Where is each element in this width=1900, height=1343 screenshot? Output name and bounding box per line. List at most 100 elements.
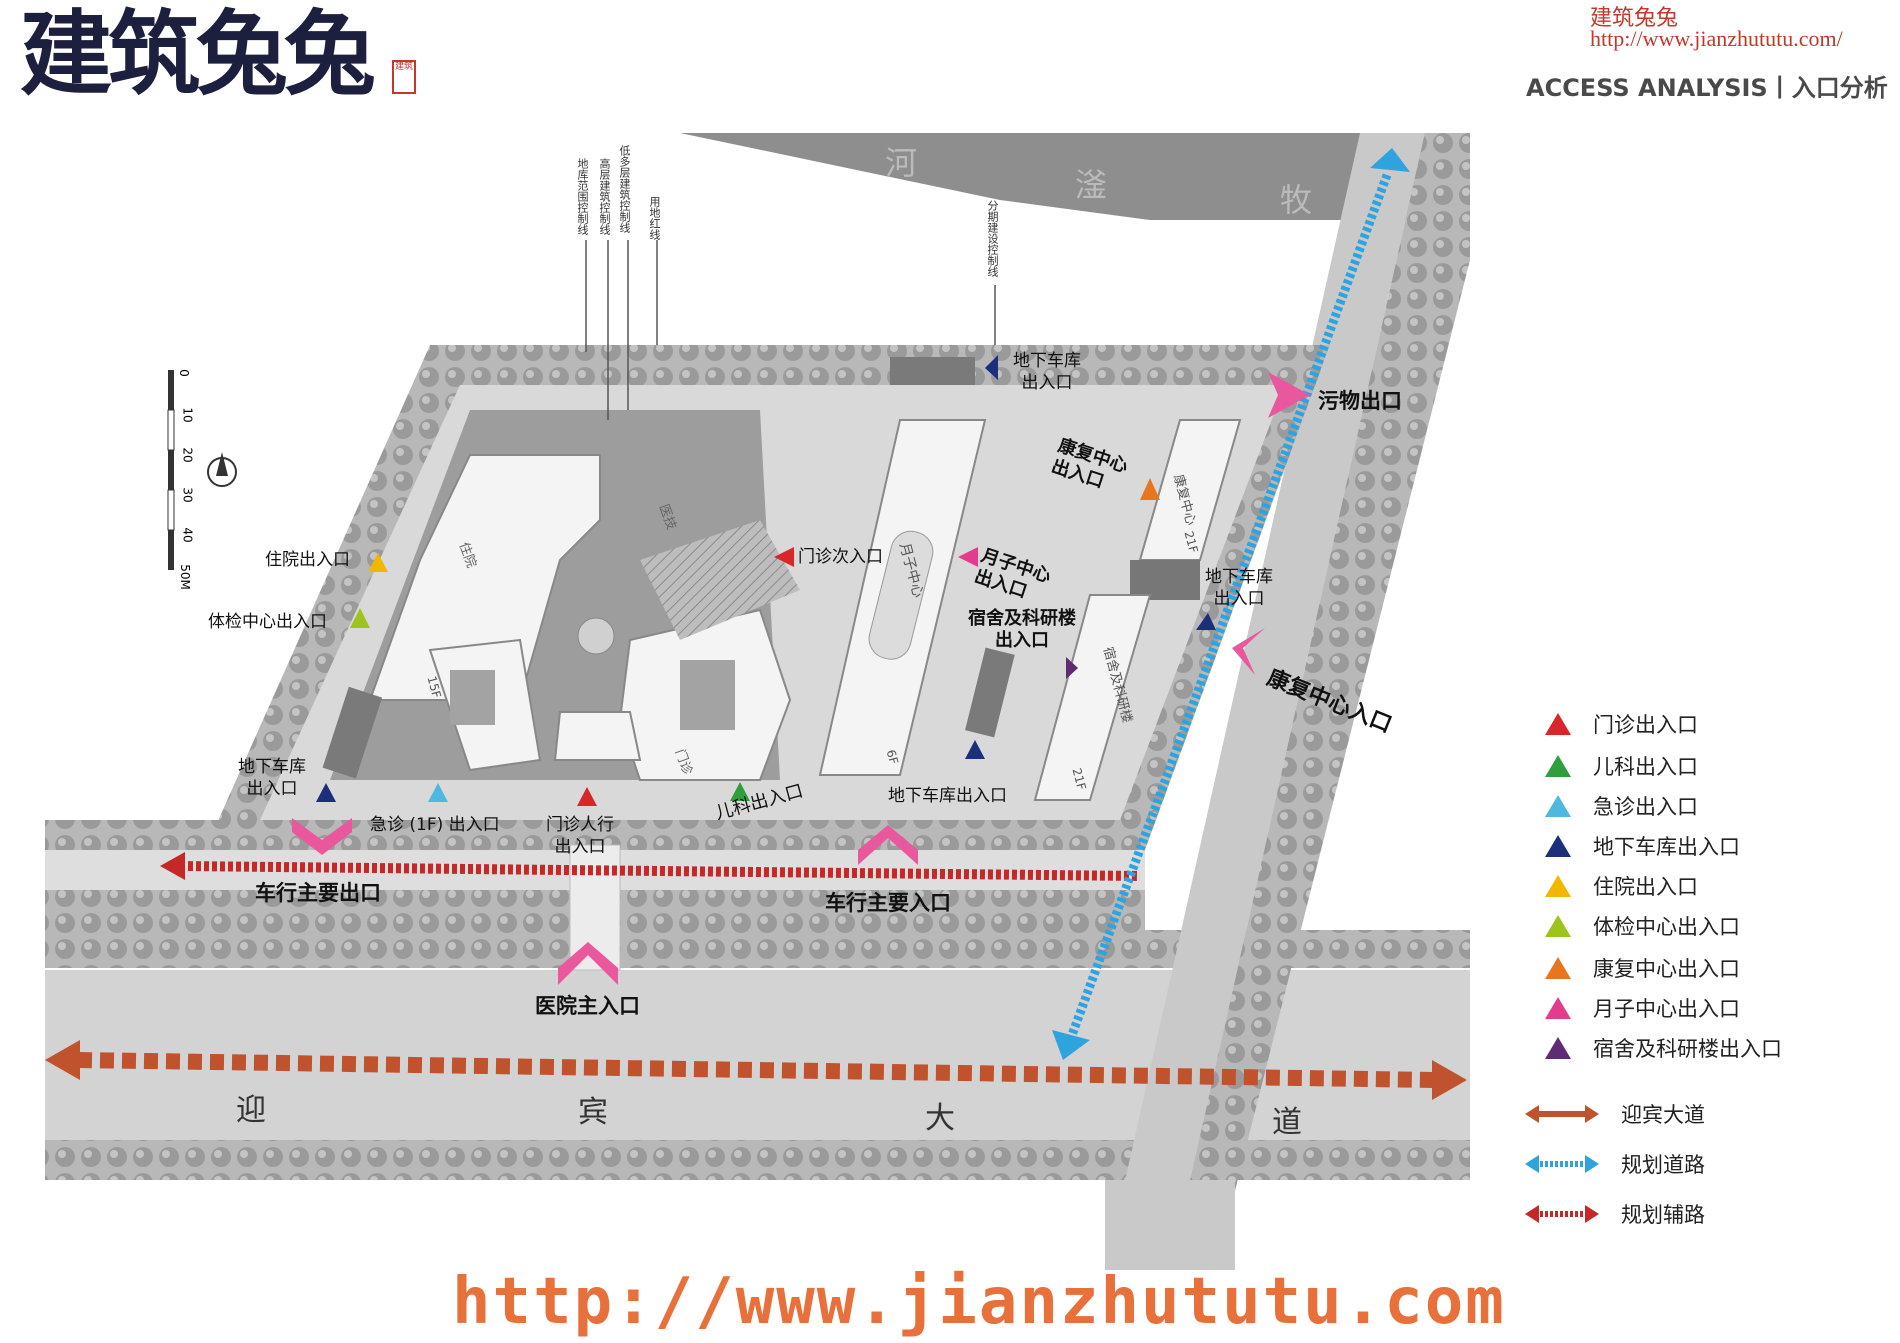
legend-item: 月子中心出入口 <box>1545 992 1740 1024</box>
legend-item: 地下车库出入口 <box>1545 830 1740 862</box>
watermark-cn: 建筑兔兔 <box>1590 6 1679 31</box>
river-label: 河 <box>885 144 918 182</box>
chevron-main-entrance <box>558 942 618 985</box>
rehab-marker <box>1140 478 1160 500</box>
scale-bar <box>167 370 175 570</box>
label-checkup-io: 体检中心出入口 <box>208 612 327 632</box>
main-route <box>45 1040 1467 1100</box>
scale-tick-40: 40 <box>180 527 195 543</box>
triangle-icon <box>1545 835 1571 857</box>
control-line-label: 地库范围控制线 <box>576 158 589 235</box>
legend-item: 康复中心出入口 <box>1545 952 1740 984</box>
planned-road <box>1105 133 1425 1270</box>
triangle-icon <box>1545 875 1571 897</box>
control-line-label: 用地红线 <box>648 196 661 240</box>
inpatient-marker <box>368 553 388 572</box>
legend-item: 急诊出入口 <box>1545 790 1698 822</box>
triangle-icon <box>1545 915 1571 937</box>
legend-item: 儿科出入口 <box>1545 750 1698 782</box>
label-garage-bottom: 地下车库出入口 <box>888 786 1007 806</box>
courtyard-2 <box>450 670 495 725</box>
garage-right-marker <box>1196 613 1216 630</box>
label-outpatient-secondary: 门诊次入口 <box>798 547 883 567</box>
chevron-rehab-entrance <box>1232 628 1265 675</box>
garage-bottom-marker <box>965 740 985 759</box>
scale-tick-30: 30 <box>180 487 195 503</box>
river <box>680 133 1470 220</box>
footer-url[interactable]: http://www.jianzhututu.com <box>452 1265 1506 1339</box>
tree-strip-bottom <box>45 1140 1470 1180</box>
triangle-icon <box>1545 957 1571 979</box>
scale-tick-20: 20 <box>180 447 195 463</box>
road-label: 道 <box>1272 1105 1302 1140</box>
legend-item: 体检中心出入口 <box>1545 910 1740 942</box>
outpatient-ped-marker <box>577 787 597 806</box>
planned-route <box>1052 148 1410 1060</box>
garage-top-marker <box>985 355 998 380</box>
road-label: 迎 <box>236 1093 266 1128</box>
label-garage-right: 地下车库 出入口 <box>1205 567 1273 609</box>
control-line-leaders <box>585 240 996 420</box>
road-label: 宾 <box>578 1095 608 1130</box>
legend-item: 门诊出入口 <box>1545 708 1698 740</box>
control-line-label: 分期建设控制线 <box>986 200 999 277</box>
label-outpatient-ped: 门诊人行 出入口 <box>546 815 614 857</box>
label-inpatient-io: 住院出入口 <box>265 550 350 570</box>
garage-ramp-left <box>322 686 383 779</box>
double-arrow-icon <box>1525 1105 1599 1123</box>
road-label: 大 <box>925 1101 955 1136</box>
dorm-building <box>1033 594 1152 801</box>
lower-road-stub <box>1105 1180 1235 1270</box>
logo-seal: 建筑 <box>392 60 416 94</box>
double-arrow-icon <box>1525 1155 1599 1173</box>
garage-ramp-mid <box>965 647 1015 738</box>
legend-route: 规划道路 <box>1525 1148 1705 1180</box>
label-vehicle-main-exit: 车行主要出口 <box>255 881 381 905</box>
label-hospital-main-entrance: 医院主入口 <box>535 994 640 1018</box>
chevron-vehicle-exit <box>292 818 352 855</box>
pink-chevrons <box>292 372 1310 985</box>
north-arrow <box>207 452 237 487</box>
page-title: ACCESS ANALYSIS丨入口分析 <box>1526 74 1888 102</box>
legend-item: 住院出入口 <box>1545 870 1698 902</box>
triangle-icon <box>1545 997 1571 1019</box>
control-line-label: 高层建筑控制线 <box>598 158 611 235</box>
pediatric-marker <box>730 782 750 801</box>
river-label: 滏 <box>1075 166 1108 204</box>
tree-strip-left <box>45 820 225 850</box>
atrium-roof <box>640 520 800 640</box>
double-arrow-icon <box>1525 1205 1599 1223</box>
inpatient-building <box>368 454 601 701</box>
scale-tick-10: 10 <box>180 407 195 423</box>
logo: 建筑兔兔 <box>20 0 376 108</box>
triangle-icon <box>1545 795 1571 817</box>
outpatient-secondary-marker <box>774 547 794 567</box>
legend-item: 宿舍及科研楼出入口 <box>1545 1032 1782 1064</box>
control-line-label: 低多层建筑控制线 <box>618 145 631 233</box>
maternity-core <box>868 530 934 660</box>
watermark-url[interactable]: http://www.jianzhututu.com/ <box>1590 26 1843 51</box>
label-garage-left: 地下车库 出入口 <box>238 757 306 799</box>
emergency-marker <box>428 783 448 802</box>
label-waste-exit: 污物出口 <box>1318 389 1402 413</box>
dorm-marker <box>1066 657 1078 679</box>
garage-left-marker <box>316 783 336 802</box>
maternity-marker <box>958 547 978 567</box>
chevron-vehicle-entrance <box>858 825 918 865</box>
scale-tick-0: 0 <box>176 369 191 377</box>
triangle-icon <box>1545 755 1571 777</box>
legend-route: 规划辅路 <box>1525 1198 1705 1230</box>
entrance-markers <box>316 355 1216 806</box>
planned-road-trees-right <box>1170 133 1470 1270</box>
checkup-marker <box>350 608 370 628</box>
chevron-waste-exit <box>1268 372 1310 418</box>
scale-tick-50: 50M <box>177 564 192 590</box>
courtyard-1 <box>680 660 735 730</box>
label-dorm-research: 宿舍及科研楼 出入口 <box>968 608 1076 651</box>
atrium-dome <box>577 617 615 655</box>
river-label: 牧 <box>1280 181 1313 219</box>
triangle-icon <box>1545 1037 1571 1059</box>
label-emergency-io: 急诊 (1F) 出入口 <box>370 815 500 835</box>
rehab-annex <box>1130 560 1200 600</box>
